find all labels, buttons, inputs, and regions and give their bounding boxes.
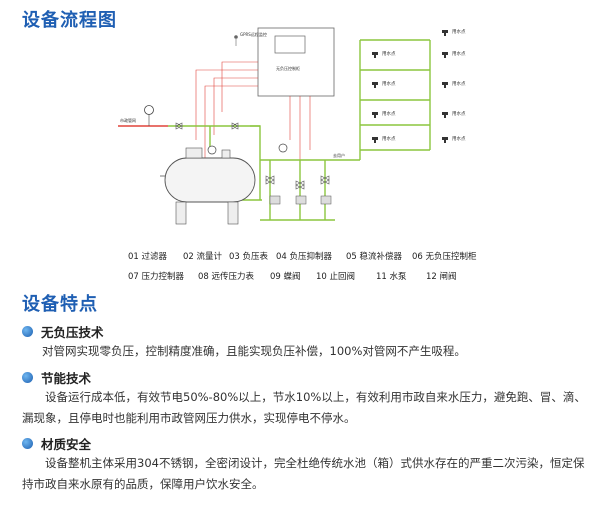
pressure-gauge-icon [144, 105, 154, 115]
feature-block: 无负压技术 对管网实现零负压，控制精度准确，且能实现负压补偿，100%对管网不产… [22, 322, 592, 362]
pump-icon [269, 195, 281, 205]
control-cabinet [257, 27, 335, 97]
section-title-flowchart: 设备流程图 [22, 10, 117, 31]
feature-body: 对管网实现零负压，控制精度准确，且能实现负压补偿，100%对管网不产生吸程。 [42, 344, 466, 358]
control-cabinet-label: 无负压控制柜 [276, 65, 300, 71]
gprs-label: GPRS远程监控 [240, 31, 267, 37]
feature-block: 节能技术 设备运行成本低，有效节电50%-80%以上，节水10%以上，有效利用市… [22, 368, 592, 429]
gprs-antenna-icon [234, 35, 238, 39]
valves [175, 122, 330, 190]
inlet-label: 市政管网 [120, 117, 136, 123]
water-taps-column-2: 用水点 用水点 用水点 用水点 用水点 [442, 28, 466, 143]
pump-icon-3 [320, 195, 332, 205]
svg-text:用水点: 用水点 [382, 135, 396, 142]
svg-text:用水点: 用水点 [452, 28, 466, 35]
water-taps-column-1: 用水点 用水点 用水点 用水点 [372, 50, 396, 143]
legend-item: 11 水泵 [376, 272, 407, 282]
pressure-gauge-icon-2 [207, 145, 217, 155]
legend-item: 04 负压抑制器 [276, 252, 333, 262]
legend-item: 06 无负压控制柜 [412, 252, 477, 262]
legend-item: 07 压力控制器 [128, 272, 185, 282]
bullet-icon [22, 438, 33, 449]
legend-item: 08 远传压力表 [198, 272, 255, 282]
svg-text:用水点: 用水点 [452, 80, 466, 87]
bullet-icon [22, 372, 33, 383]
svg-text:用水点: 用水点 [382, 50, 396, 57]
water-pipes [168, 39, 431, 221]
cabinet-screen [274, 35, 306, 54]
legend-item: 10 止回阀 [316, 272, 356, 282]
equipment-flow-diagram: 无负压控制柜 GPRS远程监控 市政管网 去用户 [118, 27, 466, 225]
legend-item: 05 稳流补偿器 [346, 252, 403, 262]
svg-text:用水点: 用水点 [452, 110, 466, 117]
feature-body: 设备整机主体采用304不锈钢，全密闭设计，完全杜绝传统水池（箱）式供水存在的严重… [22, 456, 585, 491]
svg-text:用水点: 用水点 [382, 80, 396, 87]
section-title-features: 设备特点 [22, 294, 98, 315]
outlet-label: 去用户 [333, 152, 345, 158]
feature-title: 节能技术 [41, 371, 92, 386]
feature-title: 材质安全 [41, 437, 92, 452]
legend-item: 03 负压表 [229, 252, 269, 262]
pressure-gauge-icon-3 [278, 143, 288, 153]
legend-item: 12 闸阀 [426, 272, 457, 282]
svg-text:用水点: 用水点 [452, 50, 466, 57]
legend-item: 01 过滤器 [128, 252, 168, 262]
pump-icon-2 [295, 195, 307, 205]
feature-title: 无负压技术 [41, 325, 104, 340]
svg-text:用水点: 用水点 [452, 135, 466, 142]
bullet-icon [22, 326, 33, 337]
legend-item: 02 流量计 [183, 252, 223, 262]
stabilizer-tank [160, 147, 256, 225]
feature-body: 设备运行成本低，有效节电50%-80%以上，节水10%以上，有效利用市政自来水压… [22, 390, 586, 425]
feature-block: 材质安全 设备整机主体采用304不锈钢，全密闭设计，完全杜绝传统水池（箱）式供水… [22, 434, 592, 495]
svg-text:用水点: 用水点 [382, 110, 396, 117]
legend-item: 09 蝶阀 [270, 272, 301, 282]
